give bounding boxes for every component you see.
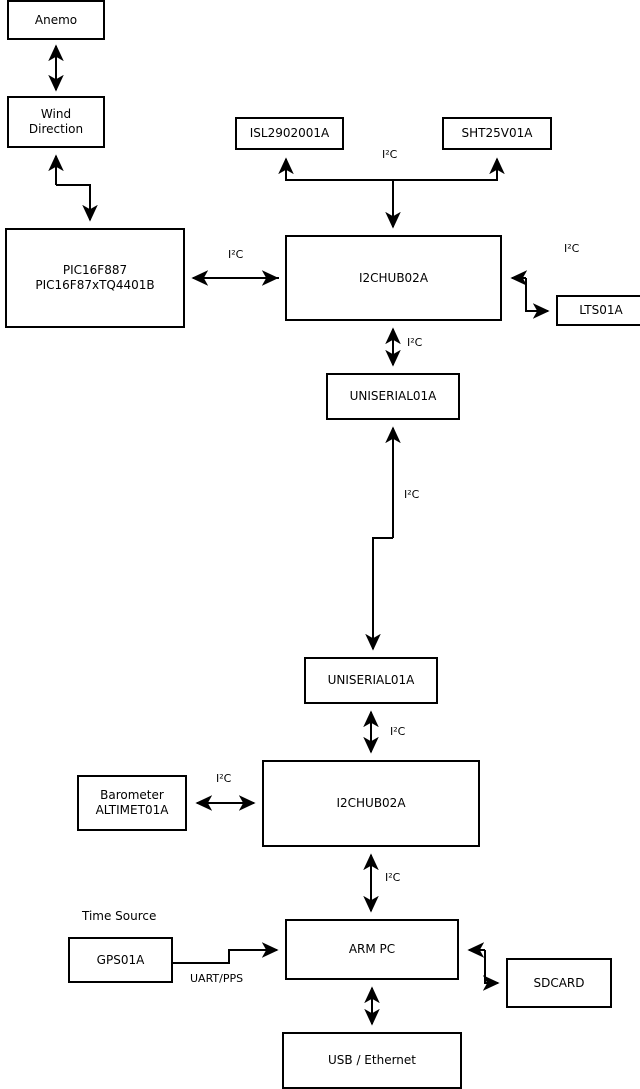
- node-pic-microcontroller[interactable]: PIC16F887 PIC16F87xTQ4401B: [5, 228, 185, 328]
- node-label: SHT25V01A: [461, 126, 533, 140]
- edge-label-i2c-uniserial-link: I²C: [404, 488, 420, 501]
- edge-label-i2c-pic-hub: I²C: [228, 248, 244, 261]
- wire-gps-arm: [173, 942, 279, 964]
- label-time-source: Time Source: [82, 909, 157, 923]
- node-label: UNISERIAL01A: [327, 673, 415, 687]
- edge-label-uart-pps: UART/PPS: [190, 972, 244, 985]
- wire-hub-lts: [525, 278, 550, 319]
- node-label: USB / Ethernet: [328, 1053, 416, 1067]
- node-barometer-altimet01a[interactable]: Barometer ALTIMET01A: [77, 775, 187, 831]
- node-uniserial01a-lower[interactable]: UNISERIAL01A: [304, 657, 438, 704]
- node-label: LTS01A: [579, 303, 623, 317]
- node-sdcard[interactable]: SDCARD: [506, 958, 612, 1008]
- wire-pic-winddir: [56, 184, 98, 222]
- edge-label-i2c-hub-uniserial: I²C: [407, 336, 423, 349]
- node-label: UNISERIAL01A: [349, 389, 437, 403]
- edge-label-i2c-hub-arm: I²C: [385, 871, 401, 884]
- node-i2chub02a-top[interactable]: I2CHUB02A: [285, 235, 502, 321]
- node-i2chub02a-bottom[interactable]: I2CHUB02A: [262, 760, 480, 847]
- wire-hub-sensorbus: [278, 157, 394, 227]
- edge-label-i2c-sensor-bus: I²C: [382, 148, 398, 161]
- edge-label-i2c-uniserial-hub: I²C: [390, 725, 406, 738]
- node-uniserial01a-upper[interactable]: UNISERIAL01A: [326, 373, 460, 420]
- node-label: GPS01A: [96, 952, 145, 967]
- wire-uni-b-down: [365, 537, 393, 651]
- node-wind-direction[interactable]: Wind Direction: [7, 96, 105, 148]
- edge-label-i2c-hub-lts: I²C: [564, 242, 580, 255]
- node-anemo[interactable]: Anemo: [7, 0, 105, 40]
- node-label: Wind Direction: [28, 107, 84, 136]
- node-lts01a[interactable]: LTS01A: [556, 295, 640, 326]
- node-label: Barometer ALTIMET01A: [95, 788, 169, 817]
- node-isl2902001a[interactable]: ISL2902001A: [235, 117, 344, 150]
- node-label: PIC16F887 PIC16F87xTQ4401B: [35, 263, 155, 292]
- wire-sensorbus-sht: [393, 157, 505, 181]
- node-label: I2CHUB02A: [358, 270, 429, 285]
- node-label: Anemo: [34, 12, 78, 27]
- node-sht25v01a[interactable]: SHT25V01A: [442, 117, 552, 150]
- node-label: ARM PC: [348, 942, 396, 956]
- node-usb-ethernet[interactable]: USB / Ethernet: [282, 1032, 462, 1089]
- node-arm-pc[interactable]: ARM PC: [285, 919, 459, 980]
- node-label: SDCARD: [533, 975, 585, 990]
- wire-arm-sdcard: [482, 950, 500, 991]
- node-label: I2CHUB02A: [336, 796, 406, 810]
- node-gps01a[interactable]: GPS01A: [68, 937, 173, 983]
- node-label: ISL2902001A: [249, 126, 330, 140]
- edge-label-i2c-barometer-hub: I²C: [216, 772, 232, 785]
